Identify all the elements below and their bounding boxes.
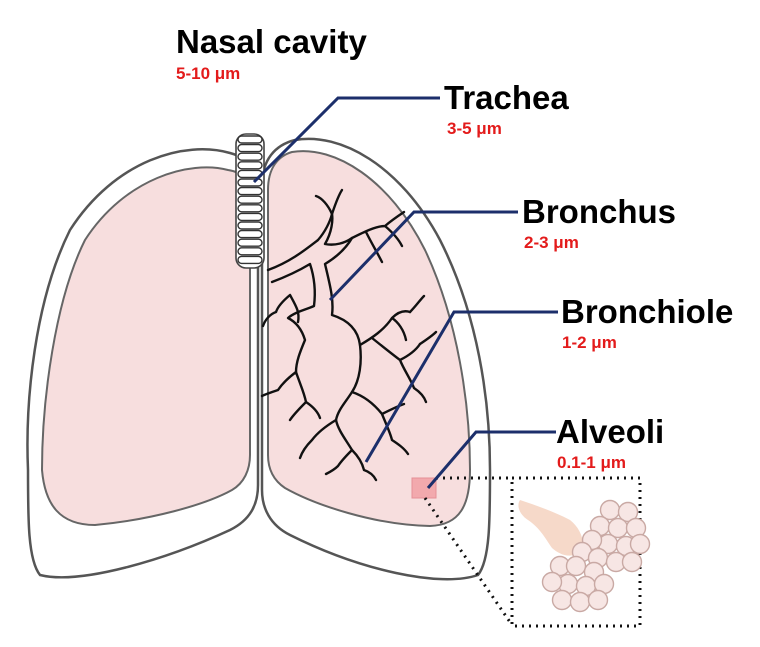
- alveoli-inset: [518, 499, 651, 613]
- trachea-ring: [237, 195, 263, 204]
- right-lung: [260, 137, 492, 581]
- alveoli-zoom-connector: [423, 476, 642, 628]
- alveoli-inset-box: [510, 476, 642, 628]
- bronchus-main-outline: [266, 212, 362, 452]
- trachea-ring: [237, 255, 263, 265]
- label-nasal-cavity-size: 5-10 μm: [176, 64, 240, 83]
- bronchus-upper-branch: [314, 188, 344, 216]
- bronchus-left-branch: [261, 293, 300, 328]
- bronchiole-branches-right: [358, 310, 428, 404]
- label-nasal-cavity-name: Nasal cavity: [176, 23, 367, 60]
- label-bronchus-name: Bronchus: [522, 193, 676, 230]
- alveolus: [629, 533, 651, 555]
- alveoli-sacs: [541, 499, 651, 613]
- trachea-structure: [235, 133, 265, 269]
- leader-bronchiole: [364, 310, 558, 463]
- alveolar-duct: [518, 500, 583, 556]
- trachea-ring: [237, 178, 263, 187]
- bronchus-right-branch: [350, 210, 406, 264]
- alveoli-region-marker: [411, 477, 437, 499]
- trachea-ring: [237, 221, 263, 230]
- label-bronchus-size: 2-3 μm: [524, 233, 579, 252]
- trachea-ring: [237, 238, 263, 247]
- label-trachea-name: Trachea: [444, 79, 569, 116]
- trachea-ring: [237, 161, 263, 170]
- left-lung-inner: [40, 166, 251, 527]
- leader-lines: [252, 96, 558, 489]
- leader-bronchus: [328, 210, 518, 302]
- alveolus: [569, 591, 591, 613]
- trachea-rings: [237, 135, 263, 265]
- label-bronchiole-size: 1-2 μm: [562, 333, 617, 352]
- trachea-ring: [237, 204, 263, 213]
- trachea-ring: [237, 135, 263, 144]
- label-alveoli-name: Alveoli: [556, 413, 664, 450]
- trachea-ring: [237, 186, 263, 196]
- label-trachea-size: 3-5 μm: [447, 119, 502, 138]
- leader-trachea: [252, 96, 440, 184]
- alveolus: [565, 555, 587, 577]
- alveolus: [541, 571, 563, 593]
- labels: Nasal cavity 5-10 μm Trachea 3-5 μm Bron…: [176, 23, 733, 472]
- bronchiole-branches-left: [260, 370, 322, 422]
- label-alveoli-size: 0.1-1 μm: [557, 453, 626, 472]
- left-lung: [26, 148, 260, 579]
- alveolus: [621, 551, 643, 573]
- trachea-ring: [237, 212, 263, 222]
- alveolus: [551, 589, 573, 611]
- trachea-ring: [237, 143, 263, 153]
- bronchiole-branches-terminal: [324, 294, 438, 482]
- leader-alveoli: [426, 430, 556, 489]
- bronchus-inner-outline: [270, 262, 316, 374]
- trachea-ring: [237, 152, 263, 161]
- alveolus: [587, 589, 609, 611]
- alveolus: [617, 501, 639, 523]
- trachea-ring: [237, 229, 263, 239]
- label-bronchiole-name: Bronchiole: [561, 293, 733, 330]
- trachea-ring: [237, 247, 263, 256]
